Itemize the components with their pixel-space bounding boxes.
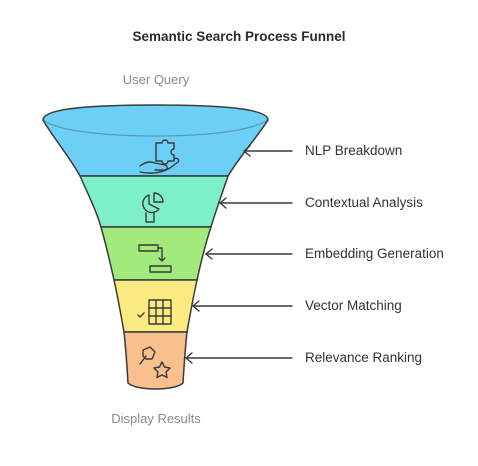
arrow-stage-1 xyxy=(243,145,293,157)
pie-chart-bulb-icon xyxy=(142,192,164,223)
funnel-input-label: User Query xyxy=(122,72,190,87)
funnel-stage-1 xyxy=(42,104,269,177)
stage-label-relevance-ranking: Relevance Ranking xyxy=(305,350,423,365)
funnel-output-label: Display Results xyxy=(111,411,201,426)
flow-arrow-icon xyxy=(138,244,172,273)
stage-label-contextual-analysis: Contextual Analysis xyxy=(305,195,423,210)
arrow-stage-2 xyxy=(219,197,293,209)
arrow-stage-4 xyxy=(192,300,293,312)
arrow-stage-3 xyxy=(205,248,293,260)
stage-label-vector-matching: Vector Matching xyxy=(305,298,402,313)
stage-label-nlp-breakdown: NLP Breakdown xyxy=(305,143,403,158)
funnel-stage-5 xyxy=(123,331,188,390)
puzzle-hand-icon xyxy=(139,139,180,174)
diagram-title: Semantic Search Process Funnel xyxy=(132,29,346,44)
stage-label-embedding-generation: Embedding Generation xyxy=(305,246,444,261)
arrow-stage-5 xyxy=(185,352,293,364)
table-check-icon xyxy=(137,299,172,325)
thumbtack-star-icon xyxy=(139,346,171,379)
